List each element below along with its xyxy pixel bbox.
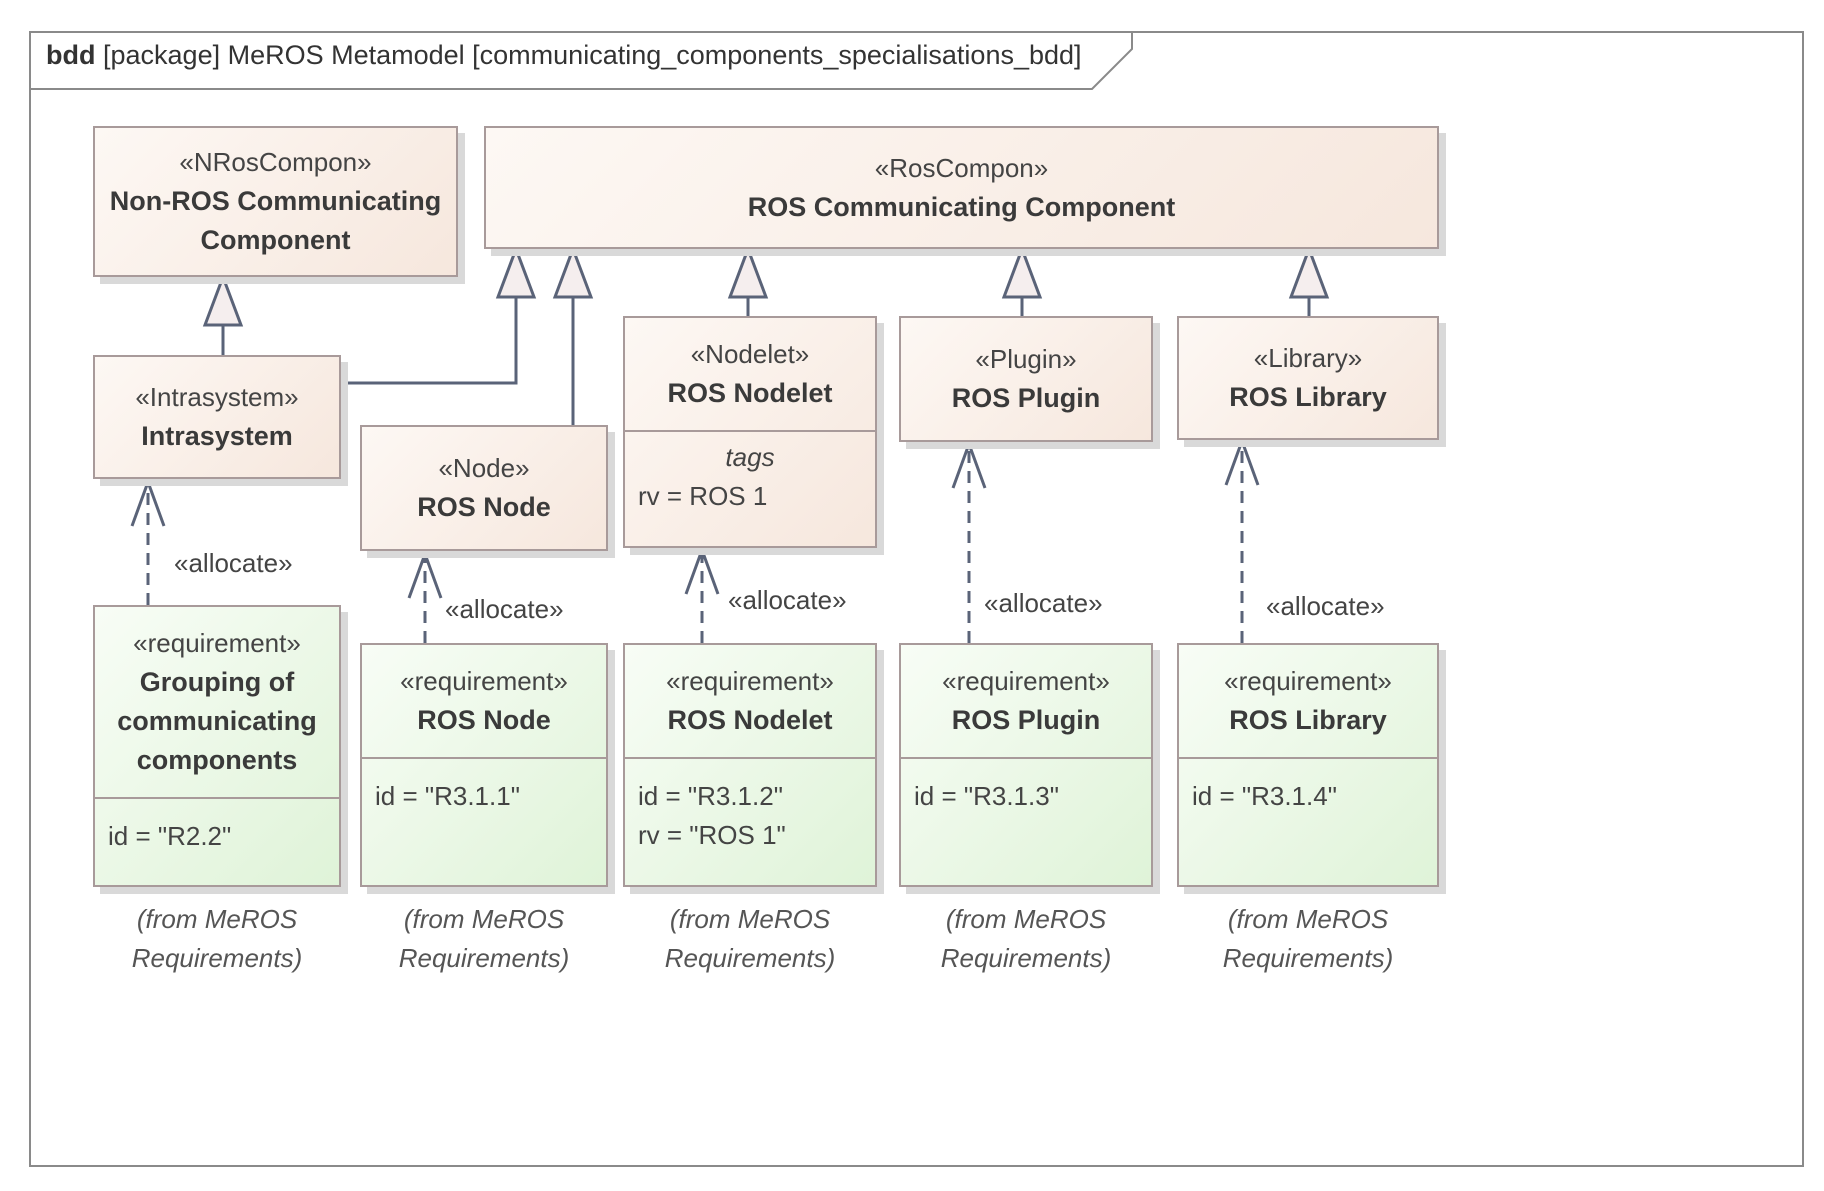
- generalization-arrowhead: [552, 244, 594, 299]
- requirement-name: ROS Node: [417, 705, 551, 735]
- tag-value: rv = ROS 1: [638, 481, 768, 511]
- generalization-arrowhead: [495, 244, 537, 299]
- from-package-note: (from MeROS Requirements): [623, 900, 877, 978]
- requirement-name: Grouping of: [139, 667, 295, 697]
- block-non-ros-communicating-component[interactable]: «NRosCompon» Non-ROS Communicating Compo…: [93, 126, 458, 277]
- block-name: Component: [200, 225, 351, 255]
- from-package-line: (from MeROS: [136, 904, 298, 934]
- stereotype: «NRosCompon»: [179, 147, 372, 177]
- block-ros-plugin[interactable]: «Plugin» ROS Plugin: [899, 316, 1153, 442]
- requirement-ros-plugin[interactable]: «requirement» ROS Plugin id = "R3.1.3": [899, 643, 1153, 887]
- from-package-note: (from MeROS Requirements): [1177, 900, 1439, 978]
- stereotype: «requirement»: [133, 628, 301, 658]
- compartment-title: tags: [725, 442, 775, 472]
- from-package-note: (from MeROS Requirements): [93, 900, 341, 978]
- requirement-name: communicating: [117, 706, 317, 736]
- generalization-arrowhead: [727, 244, 769, 299]
- stereotype: «Node»: [438, 453, 530, 483]
- diagram-frame: [29, 31, 1804, 1167]
- requirement-id: id = "R3.1.1": [375, 781, 520, 811]
- block-ros-library[interactable]: «Library» ROS Library: [1177, 316, 1439, 440]
- block-ros-nodelet[interactable]: «Nodelet» ROS Nodelet tags rv = ROS 1: [623, 316, 877, 548]
- requirement-id: id = "R3.1.2": [638, 781, 783, 811]
- block-intrasystem[interactable]: «Intrasystem» Intrasystem: [93, 355, 341, 479]
- allocate-label: «allocate»: [728, 585, 847, 615]
- stereotype: «requirement»: [942, 666, 1110, 696]
- requirement-ros-nodelet[interactable]: «requirement» ROS Nodelet id = "R3.1.2" …: [623, 643, 877, 887]
- block-name: ROS Nodelet: [667, 378, 833, 408]
- stereotype: «requirement»: [400, 666, 568, 696]
- from-package-note: (from MeROS Requirements): [360, 900, 608, 978]
- from-package-note: (from MeROS Requirements): [899, 900, 1153, 978]
- from-package-line: Requirements): [664, 943, 836, 973]
- from-package-line: (from MeROS: [1227, 904, 1389, 934]
- tags-compartment: tags rv = ROS 1: [625, 430, 875, 516]
- from-package-line: Requirements): [1222, 943, 1394, 973]
- allocate-label: «allocate»: [445, 594, 564, 624]
- block-ros-node[interactable]: «Node» ROS Node: [360, 425, 608, 551]
- stereotype: «requirement»: [1224, 666, 1392, 696]
- block-name: ROS Node: [417, 492, 551, 522]
- frame-title: bdd [package] MeROS Metamodel [communica…: [46, 40, 1082, 71]
- block-name: ROS Communicating Component: [747, 191, 1176, 222]
- stereotype: «Plugin»: [975, 344, 1077, 374]
- attributes-compartment: id = "R3.1.1": [362, 757, 606, 816]
- requirement-name: ROS Nodelet: [667, 705, 833, 735]
- requirement-id: id = "R3.1.3": [914, 781, 1059, 811]
- from-package-line: (from MeROS: [669, 904, 831, 934]
- allocate-label: «allocate»: [1266, 591, 1385, 621]
- requirement-id: id = "R2.2": [108, 821, 232, 851]
- block-ros-communicating-component[interactable]: «RosCompon» ROS Communicating Component: [484, 126, 1439, 249]
- from-package-line: Requirements): [940, 943, 1112, 973]
- stereotype: «RosCompon»: [874, 152, 1049, 183]
- requirement-ros-library[interactable]: «requirement» ROS Library id = "R3.1.4": [1177, 643, 1439, 887]
- attributes-compartment: id = "R3.1.4": [1179, 757, 1437, 816]
- stereotype: «Intrasystem»: [135, 382, 299, 412]
- allocate-arrowhead: [1224, 436, 1260, 486]
- attributes-compartment: id = "R2.2": [95, 797, 339, 856]
- attributes-compartment: id = "R3.1.3": [901, 757, 1151, 816]
- requirement-id: id = "R3.1.4": [1192, 781, 1337, 811]
- from-package-line: Requirements): [131, 943, 303, 973]
- allocate-arrowhead: [130, 477, 166, 527]
- generalization-arrowhead: [202, 272, 244, 327]
- allocate-arrowhead: [684, 545, 720, 595]
- from-package-line: (from MeROS: [403, 904, 565, 934]
- from-package-line: (from MeROS: [945, 904, 1107, 934]
- from-package-line: Requirements): [398, 943, 570, 973]
- block-name: ROS Library: [1229, 382, 1387, 412]
- stereotype: «requirement»: [666, 666, 834, 696]
- generalization-arrowhead: [1001, 244, 1043, 299]
- frame-name: [package] MeROS Metamodel [communicating…: [103, 40, 1082, 70]
- requirement-name: components: [136, 745, 298, 775]
- frame-kind: bdd: [46, 40, 96, 70]
- block-name: ROS Plugin: [951, 383, 1101, 413]
- stereotype: «Library»: [1253, 343, 1363, 373]
- block-name: Non-ROS Communicating: [109, 186, 442, 216]
- allocate-label: «allocate»: [174, 548, 293, 578]
- generalization-arrowhead: [1288, 244, 1330, 299]
- requirement-rv: rv = "ROS 1": [638, 820, 786, 850]
- block-name: Intrasystem: [141, 421, 293, 451]
- requirement-name: ROS Plugin: [951, 705, 1101, 735]
- generalization-intrasystem-roscomm: [340, 297, 518, 385]
- allocate-arrowhead: [407, 549, 443, 599]
- allocate-arrowhead: [951, 439, 987, 489]
- stereotype: «Nodelet»: [690, 339, 810, 369]
- requirement-grouping-of-communicating-components[interactable]: «requirement» Grouping of communicating …: [93, 605, 341, 887]
- requirement-ros-node[interactable]: «requirement» ROS Node id = "R3.1.1": [360, 643, 608, 887]
- allocate-label: «allocate»: [984, 588, 1103, 618]
- attributes-compartment: id = "R3.1.2" rv = "ROS 1": [625, 757, 875, 855]
- requirement-name: ROS Library: [1229, 705, 1387, 735]
